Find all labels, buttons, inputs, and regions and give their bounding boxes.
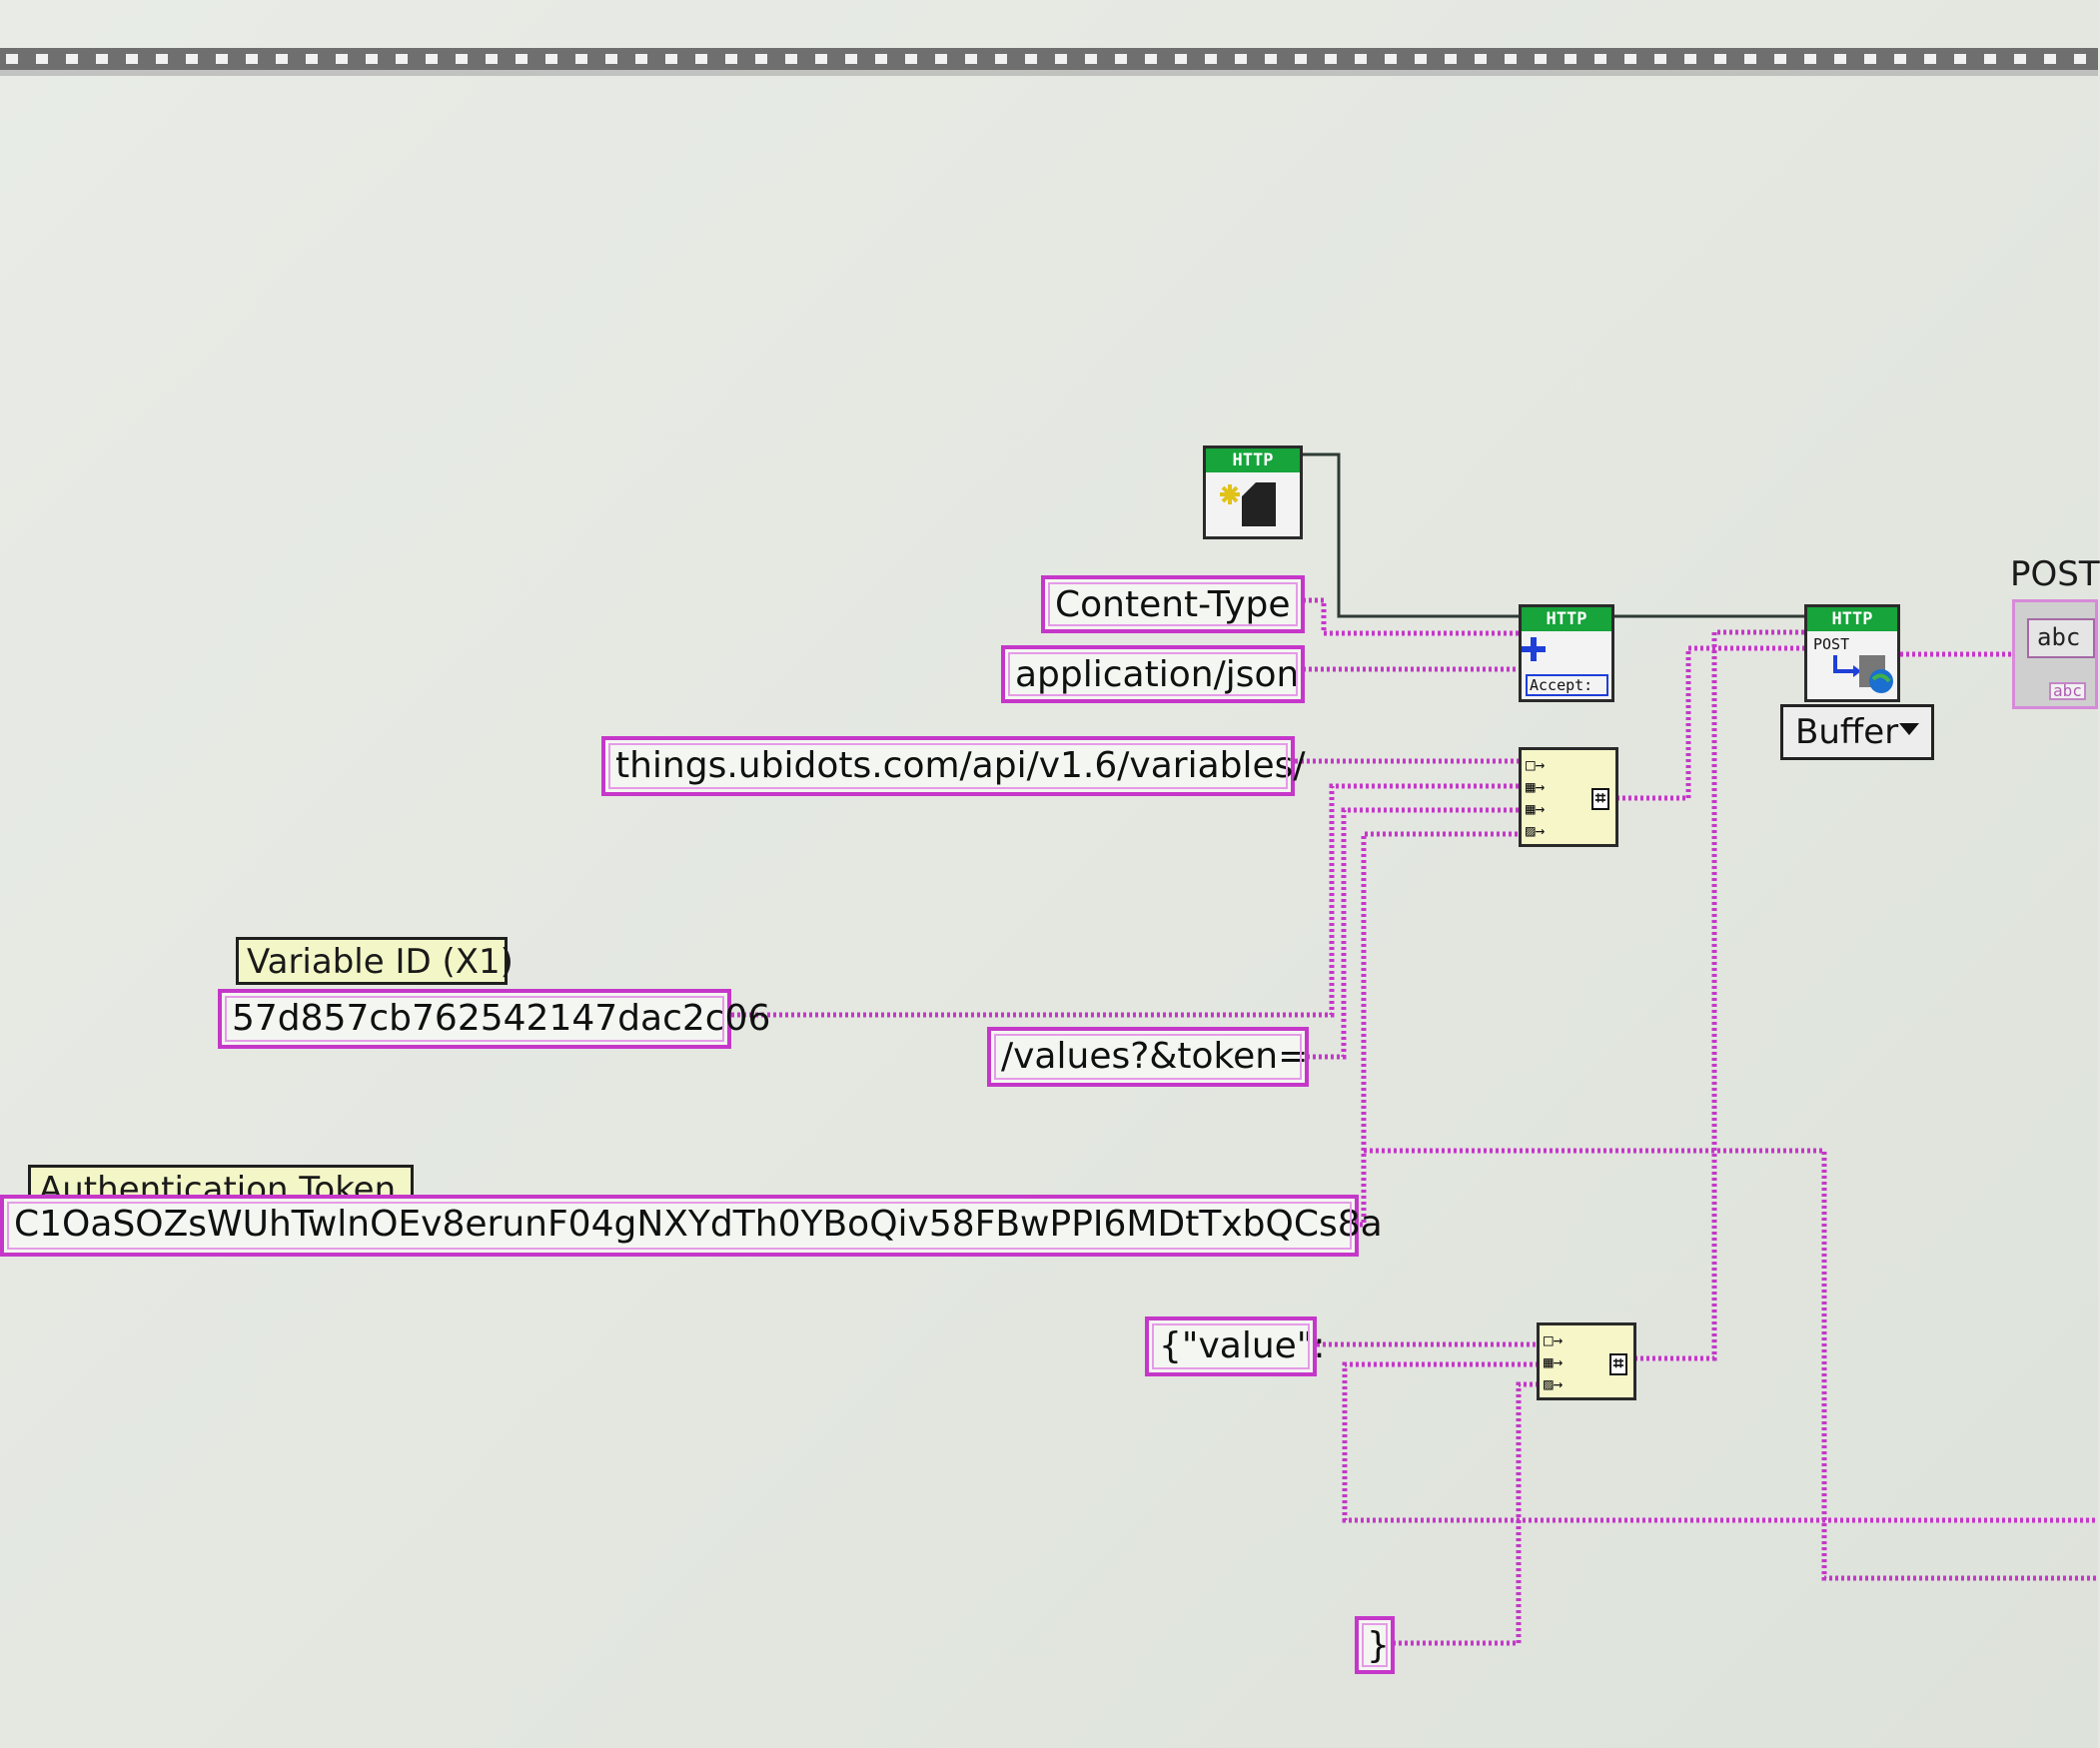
json-open-constant[interactable]: {"value": [1145, 1316, 1325, 1376]
post-response-indicator[interactable]: abc abc [2012, 599, 2098, 709]
wire-json-close [1393, 1381, 1539, 1646]
wire-token-branch [1364, 1148, 2098, 1581]
body-concat-input-1: □→ [1544, 1330, 1564, 1349]
dropdown-arrow-icon [1899, 723, 1919, 735]
body-concat-input-3: ▨→ [1544, 1374, 1564, 1393]
mime-type-constant[interactable]: application/json [1001, 645, 1305, 703]
variable-id-constant[interactable]: 57d857cb762542147dac2c06 [218, 989, 770, 1049]
wire-content-type [1303, 597, 1519, 636]
http-open-handle-node[interactable]: HTTP [1203, 445, 1303, 539]
concatenate-url-node[interactable]: □→ ▦→ ▦→ ▨→ ⌗ [1519, 747, 1618, 847]
wire-url-concat-out [1616, 645, 1806, 801]
indicator-type-tag: abc [2049, 682, 2086, 700]
accept-sublabel: Accept: [1526, 674, 1608, 696]
variable-id-label: Variable ID (X1) [236, 937, 514, 985]
post-sublabel: POST [1813, 635, 1850, 653]
content-type-constant[interactable]: Content-Type [1041, 575, 1305, 633]
concatenate-body-node[interactable]: □→ ▦→ ▨→ ⌗ [1537, 1322, 1636, 1400]
refnum-wire-open-to-header [1302, 452, 1521, 618]
concatenate-strings-icon: ⌗ [1608, 1353, 1627, 1375]
add-header-icon [1522, 637, 1546, 661]
auth-token-constant[interactable]: C1OaSOZsWUhTwlnOEv8erunF04gNXYdTh0YBoQiv… [0, 1195, 1383, 1257]
http-add-header-node[interactable]: HTTP Accept: [1519, 604, 1614, 702]
filmstrip-shadow [0, 70, 2098, 76]
flat-sequence-frame-border [0, 48, 2098, 76]
concatenate-strings-icon: ⌗ [1590, 788, 1609, 810]
url-constant[interactable]: things.ubidots.com/api/v1.6/variables/ [601, 736, 1306, 796]
http-header-title: HTTP [1522, 607, 1611, 631]
http-post-title: HTTP [1807, 607, 1897, 631]
concat-input-4: ▨→ [1526, 821, 1546, 840]
post-request-icon [1833, 655, 1893, 693]
indicator-text-value: abc [2027, 618, 2095, 658]
concat-input-2: ▦→ [1526, 777, 1546, 796]
concat-input-1: □→ [1526, 755, 1546, 774]
filmstrip-holes [6, 54, 2098, 64]
http-open-header: HTTP [1206, 448, 1300, 472]
wire-body-concat-out [1634, 629, 1806, 1361]
concat-input-3: ▦→ [1526, 799, 1546, 818]
json-close-constant[interactable]: } [1355, 1616, 1395, 1674]
http-open-handle-icon [1220, 482, 1276, 526]
wire-variable-id [731, 783, 1523, 1018]
wire-json-concat-loop [1342, 1361, 2098, 1523]
values-path-constant[interactable]: /values?&token= [987, 1027, 1309, 1087]
wire-values-path [1307, 807, 1523, 1060]
buffer-select-value: Buffer [1795, 712, 1899, 752]
http-post-node[interactable]: HTTP POST [1804, 604, 1900, 702]
post-indicator-label: POST [2010, 554, 2100, 594]
wire-token [1354, 831, 1523, 1228]
body-concat-input-2: ▦→ [1544, 1352, 1564, 1371]
buffer-select[interactable]: Buffer [1780, 704, 1934, 760]
